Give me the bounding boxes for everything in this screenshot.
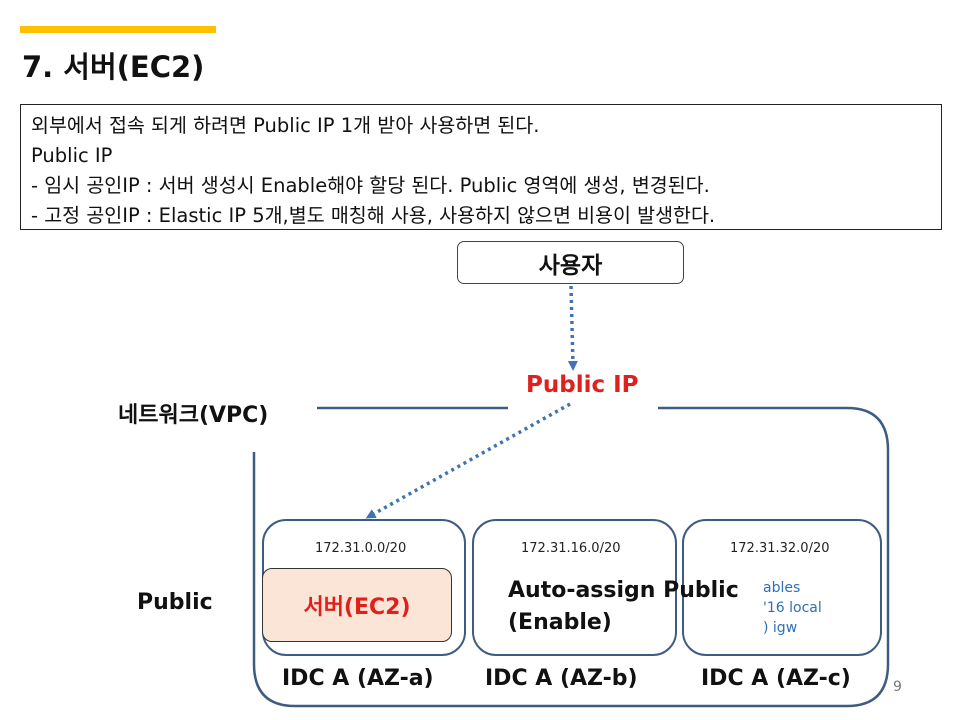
auto-assign-note: Auto-assign Public (Enable) — [508, 575, 739, 639]
az-label: IDC A (AZ-b) — [485, 666, 638, 691]
subnet-az-c — [682, 519, 882, 656]
user-node: 사용자 — [457, 241, 684, 284]
route-table-line: ables — [763, 580, 801, 596]
note-line: - 고정 공인IP : Elastic IP 5개,별도 매칭해 사용, 사용하… — [31, 204, 716, 227]
public-zone-label: Public — [137, 590, 213, 615]
subnet-cidr: 172.31.32.0/20 — [730, 541, 830, 556]
note-line: - 임시 공인IP : 서버 생성시 Enable해야 할당 된다. Publi… — [31, 174, 710, 197]
subnet-az-b — [472, 519, 677, 656]
user-to-publicip-arrow — [567, 285, 578, 371]
auto-assign-line: (Enable) — [508, 610, 612, 635]
public-ip-label: Public IP — [526, 372, 639, 398]
page-number: 9 — [893, 679, 902, 695]
vpc-label: 네트워크(VPC) — [118, 403, 269, 428]
route-table-line: '16 local — [763, 600, 822, 616]
note-line: 외부에서 접속 되게 하려면 Public IP 1개 받아 사용하면 된다. — [31, 114, 540, 137]
vpc-boundary — [252, 406, 890, 708]
subnet-cidr: 172.31.0.0/20 — [315, 541, 407, 556]
az-label: IDC A (AZ-a) — [282, 666, 434, 691]
note-line: Public IP — [31, 144, 113, 167]
az-label: IDC A (AZ-c) — [701, 666, 851, 691]
note-box: 외부에서 접속 되게 하려면 Public IP 1개 받아 사용하면 된다. … — [20, 104, 942, 230]
ec2-server-node: 서버(EC2) — [262, 568, 452, 642]
route-table-line: ) igw — [763, 620, 798, 636]
publicip-to-server-arrow — [365, 402, 571, 519]
subnet-cidr: 172.31.16.0/20 — [521, 541, 621, 556]
title-accent-bar — [20, 26, 216, 33]
route-table-fragment: ables '16 local ) igw — [763, 578, 873, 638]
auto-assign-line: Auto-assign Public — [508, 578, 739, 603]
slide-title: 7. 서버(EC2) — [22, 50, 205, 84]
